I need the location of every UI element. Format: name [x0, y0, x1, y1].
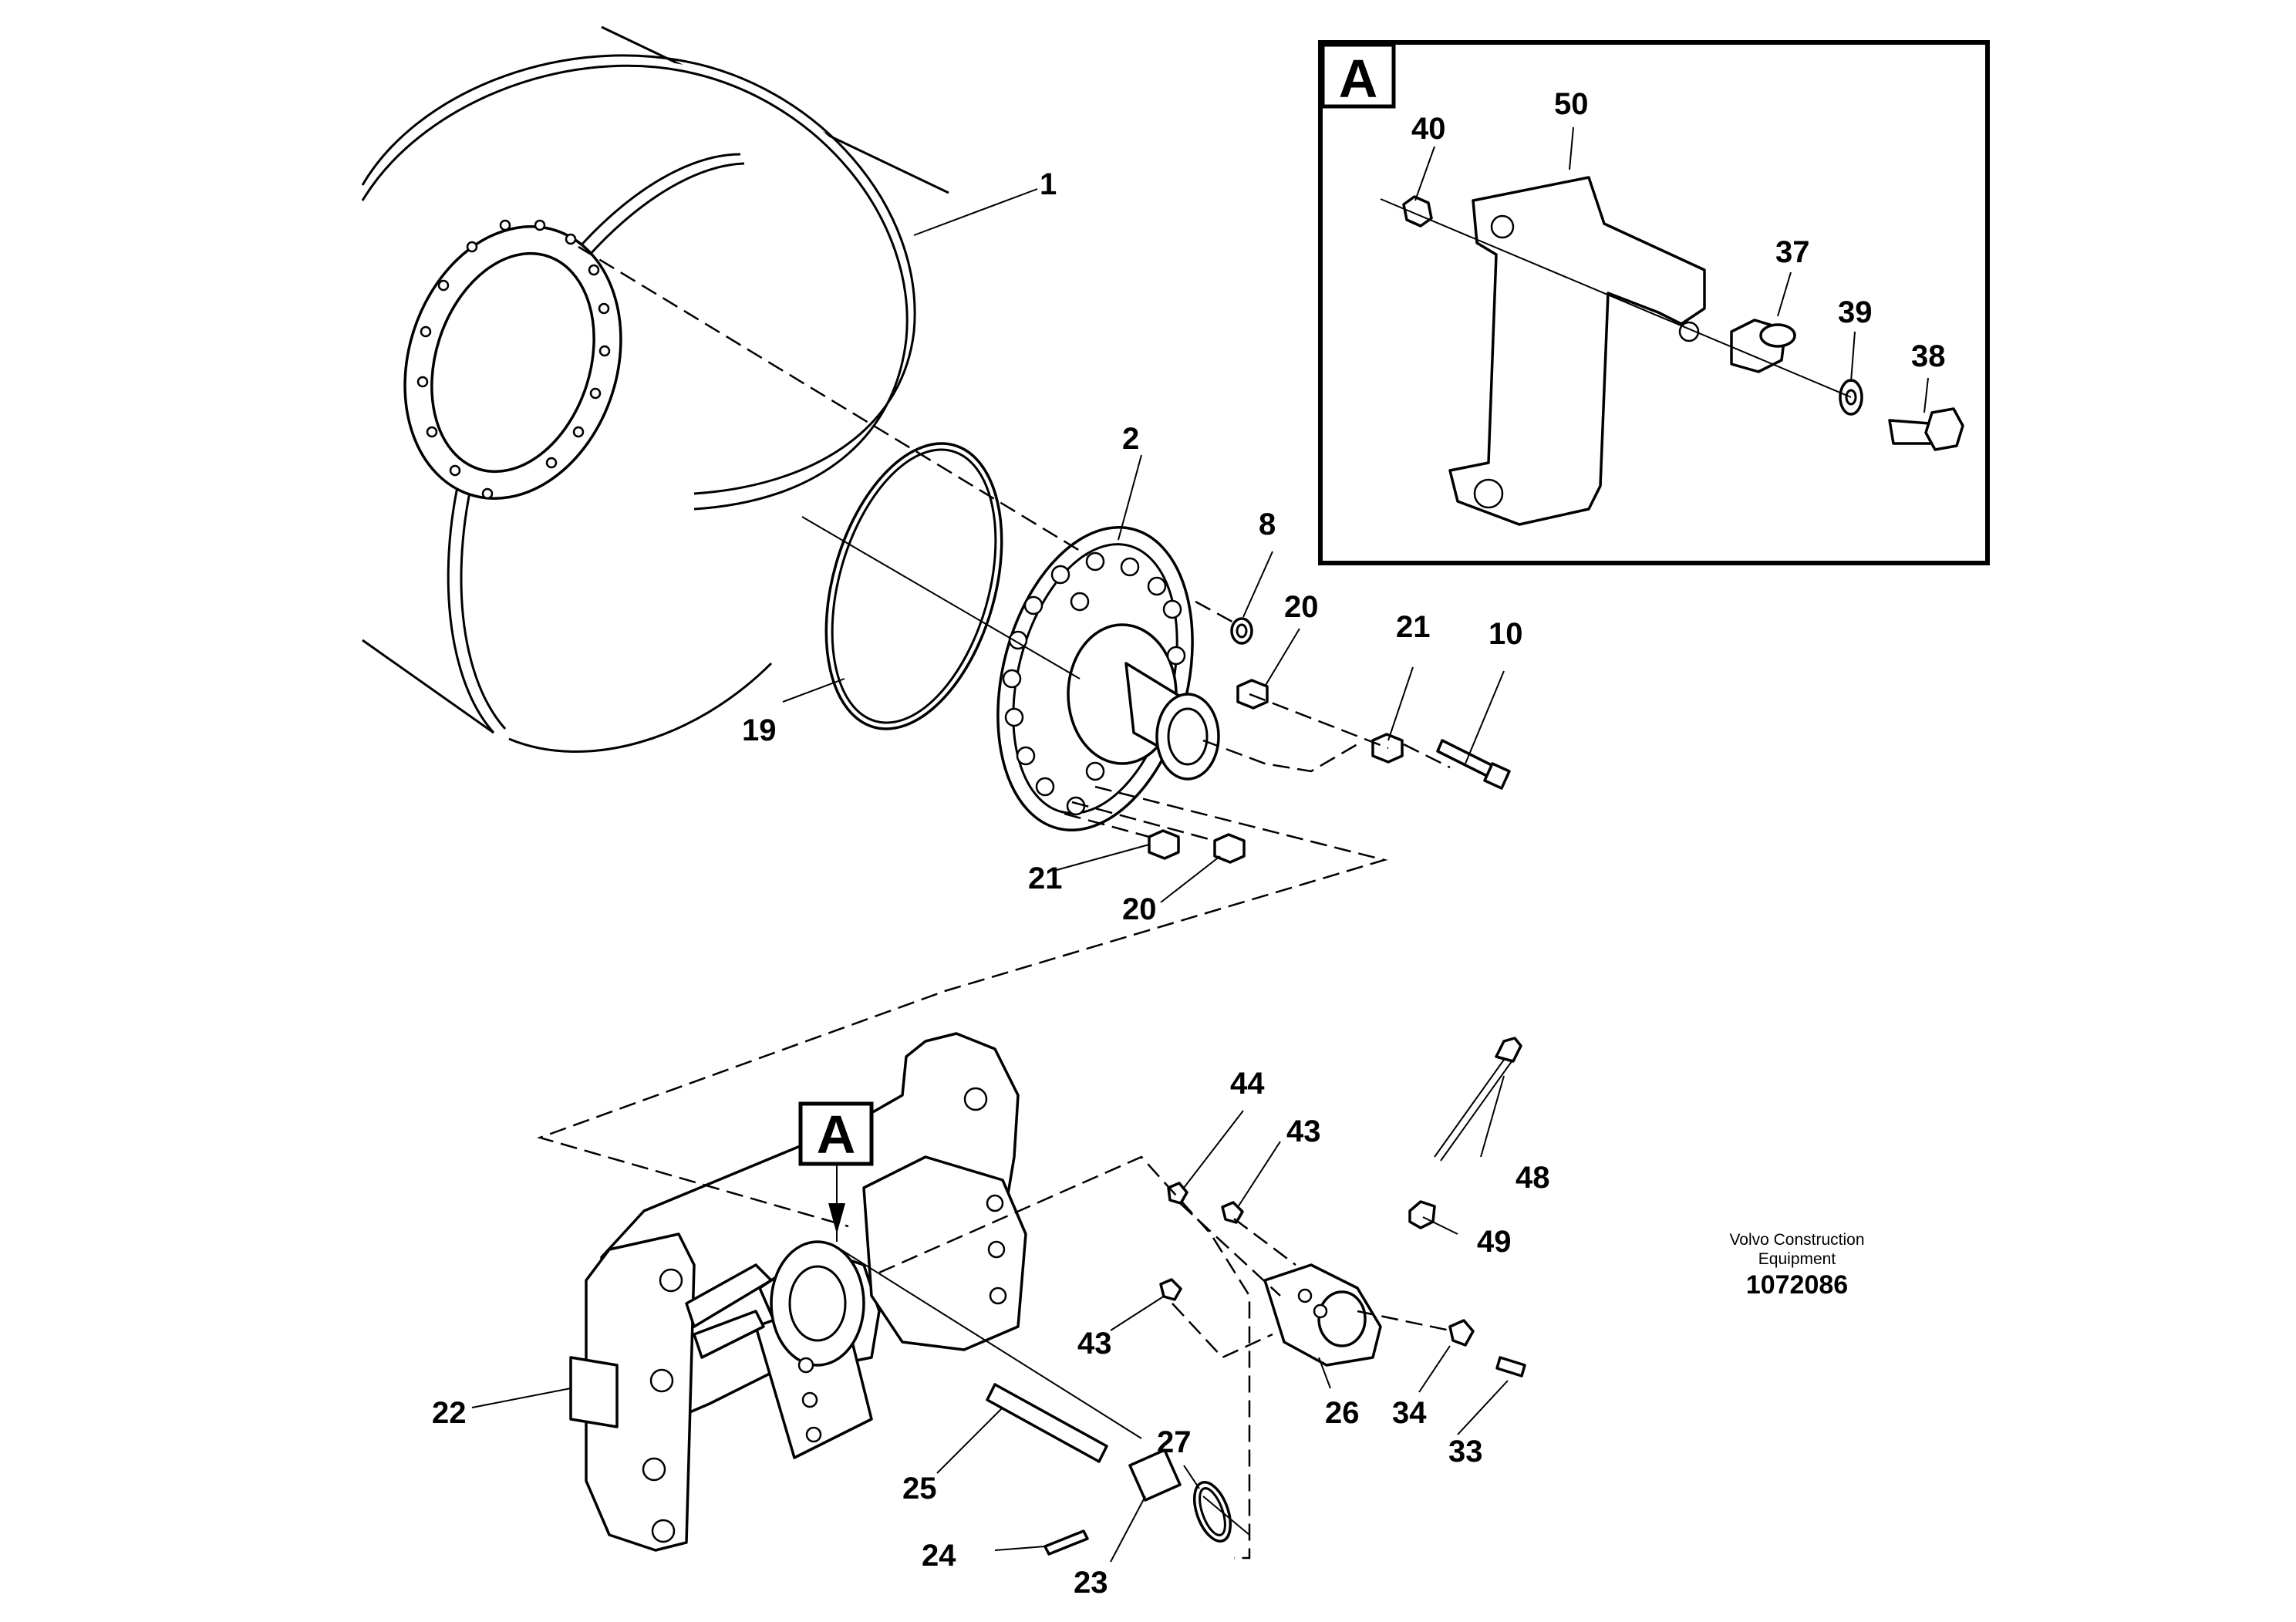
callout-48: 48	[1515, 1161, 1550, 1195]
callout-2: 2	[1122, 422, 1139, 456]
callout-24: 24	[922, 1539, 956, 1573]
drive-parts	[986, 1383, 1232, 1556]
callout-40: 40	[1411, 112, 1446, 146]
detail-a-box-tag: A	[1339, 49, 1378, 109]
publisher-credit: Volvo Construction Equipment 1072086	[1643, 1230, 1951, 1301]
flange-bolt-holes	[416, 219, 611, 500]
hub-studs	[1002, 551, 1186, 816]
motor-26	[1159, 1037, 1526, 1378]
callout-26: 26	[1325, 1396, 1360, 1430]
detail-a-reference: A	[798, 1101, 874, 1234]
credit-line-2: Equipment	[1758, 1250, 1836, 1268]
callout-50: 50	[1554, 87, 1589, 121]
callout-20-lower: 20	[1122, 892, 1157, 926]
callout-19: 19	[742, 713, 777, 747]
callout-21-upper: 21	[1396, 610, 1431, 644]
callout-39: 39	[1838, 295, 1873, 329]
credit-line-1: Volvo Construction	[1729, 1231, 1865, 1249]
callout-44: 44	[1230, 1067, 1265, 1101]
callout-10: 10	[1489, 617, 1523, 651]
callout-21-lower: 21	[1028, 862, 1063, 895]
callout-25: 25	[902, 1472, 937, 1506]
callout-43-lower: 43	[1077, 1327, 1112, 1361]
callout-20-upper: 20	[1284, 590, 1319, 624]
callout-labels: 1 2 8 20 21 10 19 21 20 40 50 37 39 38 4…	[432, 87, 1946, 1600]
drawing-id: 1072086	[1745, 1270, 1849, 1300]
hub-2	[996, 526, 1220, 831]
callout-23: 23	[1074, 1566, 1108, 1600]
leader-lines	[471, 126, 1929, 1563]
callout-38: 38	[1911, 339, 1946, 373]
detail-a-box	[1318, 40, 1990, 565]
frame-22	[569, 1032, 1027, 1552]
callout-1: 1	[1040, 167, 1057, 201]
o-ring-19	[824, 442, 1003, 730]
assembly-lines	[536, 245, 1451, 1560]
callout-34: 34	[1392, 1396, 1427, 1430]
drum-assembly	[361, 25, 949, 753]
callout-49: 49	[1477, 1225, 1512, 1259]
callout-33: 33	[1448, 1435, 1483, 1469]
callout-43-upper: 43	[1286, 1114, 1321, 1148]
callout-8: 8	[1259, 508, 1276, 541]
callout-27: 27	[1157, 1425, 1192, 1459]
callout-22: 22	[432, 1396, 467, 1430]
frame-bolts	[642, 1087, 1007, 1543]
callout-37: 37	[1775, 235, 1810, 269]
detail-a-reference-tag: A	[817, 1104, 856, 1165]
